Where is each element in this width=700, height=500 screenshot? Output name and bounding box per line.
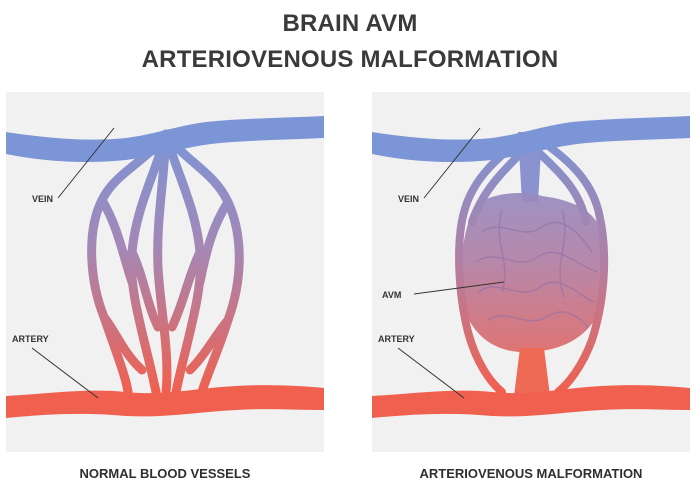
artery-leader-line (31, 347, 99, 399)
avm-nidus (460, 193, 607, 353)
normal-vessels-caption: NORMAL BLOOD VESSELS (79, 466, 251, 481)
artery-vessel (372, 385, 690, 418)
avm-leader-line (413, 281, 505, 295)
avm-caption: ARTERIOVENOUS MALFORMATION (419, 466, 643, 481)
artery-label: ARTERY (378, 334, 415, 344)
title-line-1: BRAIN AVM (282, 10, 418, 37)
title-line-2: ARTERIOVENOUS MALFORMATION (141, 46, 559, 73)
feeding-artery-stem (514, 348, 550, 396)
vein-vessel (6, 116, 324, 162)
avm-label: AVM (382, 290, 401, 300)
capillary-network (87, 129, 244, 397)
artery-leader-line (397, 347, 465, 399)
vein-vessel (372, 116, 690, 162)
vein-leader-line (423, 127, 481, 199)
vein-leader-line (57, 127, 115, 199)
artery-label: ARTERY (12, 334, 49, 344)
normal-vessels-illustration: VEIN ARTERY (6, 116, 324, 418)
avm-panel: VEIN AVM ARTERY (372, 92, 690, 452)
vein-label: VEIN (398, 194, 419, 204)
normal-vessels-panel: VEIN ARTERY (6, 92, 324, 452)
vein-label: VEIN (32, 194, 53, 204)
artery-vessel (6, 385, 324, 418)
nidus-tangle (475, 209, 599, 329)
avm-illustration: VEIN AVM ARTERY (372, 116, 690, 418)
